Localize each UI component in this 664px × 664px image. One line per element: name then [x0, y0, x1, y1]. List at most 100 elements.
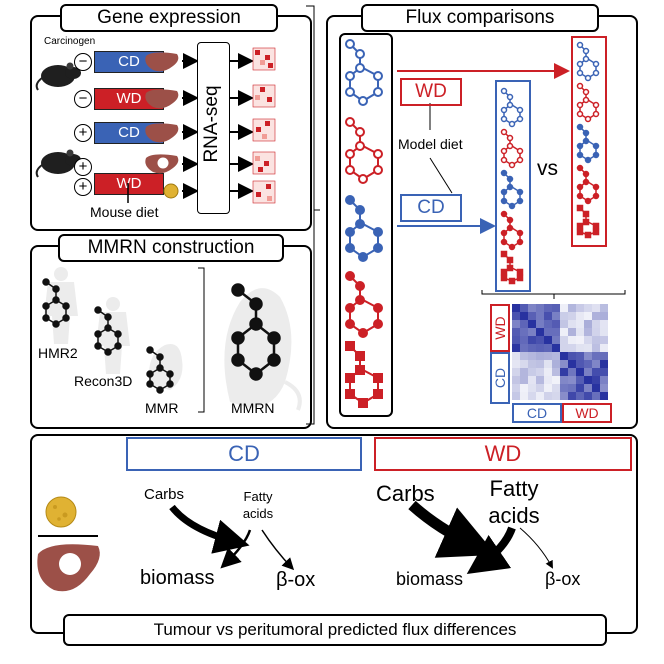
carcinogen-sign: −	[74, 53, 92, 71]
heatmap-cell	[552, 328, 560, 336]
heatmap-cell	[568, 344, 576, 352]
heatmap-cell	[552, 392, 560, 400]
heatmap-cell	[584, 352, 592, 360]
heatmap-cell	[592, 320, 600, 328]
heatmap-cell	[512, 360, 520, 368]
flux-wd-label: WD	[400, 78, 462, 106]
cd-fatty-acids-label: Fatty acids	[242, 489, 274, 521]
heatmap-cell	[512, 328, 520, 336]
heatmap-cell	[576, 312, 584, 320]
heatmap-cell	[576, 344, 584, 352]
heatmap-cell	[560, 304, 568, 312]
liver-icon	[145, 89, 179, 109]
liver-icon	[145, 123, 179, 143]
heatmap-cell	[528, 392, 536, 400]
flux-comparisons-title: Flux comparisons	[361, 4, 599, 32]
heatmap-cell	[552, 336, 560, 344]
heatmap-cell	[568, 384, 576, 392]
heatmap-cell	[544, 312, 552, 320]
heatmap-cell	[528, 304, 536, 312]
heatmap-cell	[528, 336, 536, 344]
cd-carbs-label: Carbs	[144, 486, 185, 503]
heatmap-cell	[592, 304, 600, 312]
heatmap-cell	[576, 328, 584, 336]
heatmap-cell	[520, 376, 528, 384]
heatmap-cell	[552, 312, 560, 320]
heatmap-cell	[528, 368, 536, 376]
heatmap-cell	[544, 368, 552, 376]
heatmap-cell	[528, 328, 536, 336]
heatmap-cell	[544, 352, 552, 360]
heatmap-cell	[584, 328, 592, 336]
heatmap-cell	[520, 312, 528, 320]
heatmap-cell	[520, 392, 528, 400]
heatmap-cell	[568, 320, 576, 328]
heatmap-cell	[600, 360, 608, 368]
heatmap-cell	[520, 320, 528, 328]
wd-biomass-label: biomass	[396, 569, 464, 589]
heatmap-cell	[528, 312, 536, 320]
carcinogen-sign: +	[74, 158, 92, 176]
heatmap-cell	[584, 312, 592, 320]
heatmap-cell	[600, 392, 608, 400]
heatmap-cell	[576, 368, 584, 376]
heatmap-cell	[600, 368, 608, 376]
heatmap-cell	[544, 376, 552, 384]
heatmap-cell	[592, 368, 600, 376]
tumour-icon	[45, 496, 77, 528]
heatmap-cell	[568, 360, 576, 368]
liver-tumour-icon	[37, 544, 100, 592]
heatmap-cell	[520, 368, 528, 376]
carcinogen-sign: −	[74, 90, 92, 108]
heatmap-cell	[560, 376, 568, 384]
heatmap-cell	[600, 312, 608, 320]
heatmap-cell	[568, 328, 576, 336]
heatmap-cell	[600, 376, 608, 384]
wd-header: WD	[374, 437, 632, 471]
heatmap-cell	[584, 392, 592, 400]
heatmap-cell	[584, 336, 592, 344]
flux-heatmap	[512, 304, 608, 400]
heatmap-cell	[512, 320, 520, 328]
heatmap-cell	[520, 336, 528, 344]
heatmap-cell	[600, 304, 608, 312]
heatmap-cell	[592, 352, 600, 360]
heatmap-cell	[576, 392, 584, 400]
heatmap-cell	[576, 304, 584, 312]
heatmap-cell	[560, 344, 568, 352]
heatmap-cell	[600, 328, 608, 336]
model-diet-label: Model diet	[398, 136, 463, 152]
heatmap-cell	[536, 368, 544, 376]
heatmap-cell	[552, 344, 560, 352]
rnaseq-box	[197, 42, 230, 214]
heatmap-cell	[520, 328, 528, 336]
heatmap-cell	[520, 344, 528, 352]
heatmap-cell	[568, 312, 576, 320]
heatmap-cell	[576, 384, 584, 392]
heatmap-cell	[592, 376, 600, 384]
mouse-icon	[35, 149, 81, 178]
heatmap-cell	[544, 328, 552, 336]
carcinogen-sign: +	[74, 124, 92, 142]
heatmap-cell	[568, 304, 576, 312]
heatmap-cell	[576, 376, 584, 384]
heatmap-cell	[600, 320, 608, 328]
heatmap-cell	[536, 392, 544, 400]
heatmap-cell	[600, 336, 608, 344]
heatmap-cell	[544, 304, 552, 312]
divider-line	[38, 535, 98, 537]
heatmap-cell	[544, 360, 552, 368]
heatmap-cd-bottom-label: CD	[512, 403, 562, 423]
heatmap-cell	[512, 368, 520, 376]
diet-box-wd: WD	[94, 173, 164, 195]
heatmap-cell	[560, 392, 568, 400]
heatmap-cell	[592, 344, 600, 352]
wd-beta-ox-label: β-ox	[545, 569, 581, 589]
heatmap-cell	[528, 344, 536, 352]
heatmap-cell	[568, 352, 576, 360]
tumour-icon	[163, 183, 179, 199]
cd-network-column	[495, 80, 531, 292]
liver-icon	[145, 52, 179, 72]
